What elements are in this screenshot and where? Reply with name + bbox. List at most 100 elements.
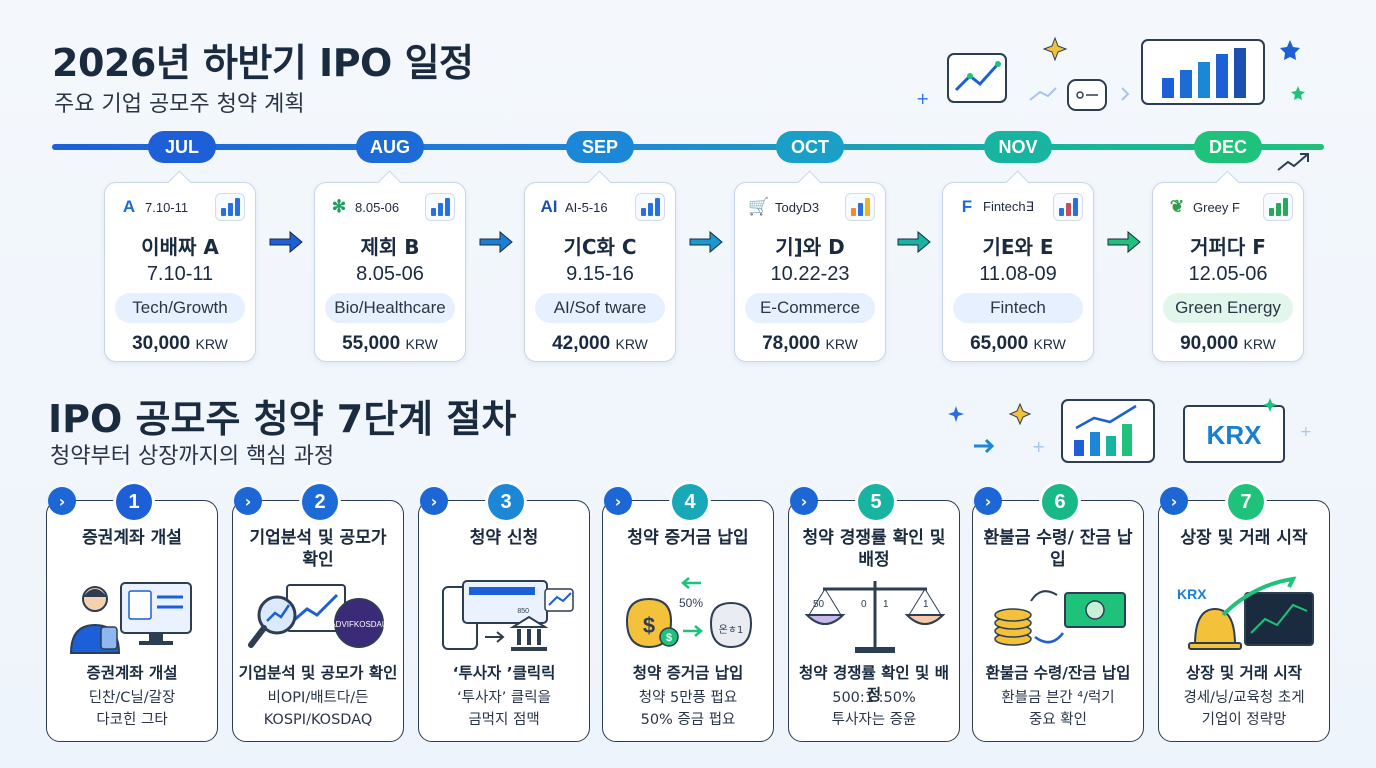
chevron-right-icon[interactable]: › [420, 487, 448, 515]
flow-arrow-icon [1107, 230, 1141, 254]
step-illustration: 850 [442, 580, 574, 651]
chevron-right-icon[interactable]: › [1160, 487, 1188, 515]
step-number-badge: 4 [672, 484, 708, 520]
step-description: 500:1 :50% 투사자는 증윤 [793, 687, 955, 731]
bar-chart-icon-bar [220, 208, 226, 216]
page-title: 2026년 하반기 IPO 일정 [52, 41, 474, 85]
company-name: 제회 B [360, 235, 420, 259]
month-pill-jul[interactable]: JUL [148, 131, 216, 163]
price-currency: KRW [1033, 336, 1066, 352]
month-pill-nov[interactable]: NOV [984, 131, 1052, 163]
sector-tag: Bio/Healthcare [325, 293, 455, 323]
step-number-badge: 3 [488, 484, 524, 520]
step-description-line: 환블금 븐간 ⁴/럭기 [1001, 690, 1115, 706]
chevron-right-icon[interactable]: › [234, 487, 262, 515]
bar-chart-icon-bar [857, 203, 863, 216]
step-illustration: $$50%온ㅎ1 [625, 577, 753, 649]
company-name: 기E와 E [982, 235, 1054, 259]
company-logo-icon: F [961, 197, 973, 216]
step-description-line: 투사자는 증윤 [831, 712, 917, 728]
company-logo-text: 8.05-06 [355, 199, 400, 215]
sparkle-icon [948, 406, 964, 422]
month-pill-dec[interactable]: DEC [1194, 131, 1262, 163]
price-currency: KRW [1243, 336, 1276, 352]
offer-price: 65,000 KRW [943, 333, 1093, 355]
decor-top-right: + [916, 36, 1305, 111]
flow-arrow-icon [269, 230, 303, 254]
offer-price: 90,000 KRW [1153, 333, 1303, 355]
step-description-line: 비OPI/배트다/든 [267, 690, 369, 706]
offer-price: 55,000 KRW [315, 333, 465, 355]
price-currency: KRW [615, 336, 648, 352]
step-number-badge: 5 [858, 484, 894, 520]
svg-text:0: 0 [861, 599, 867, 610]
price-value: 90,000 [1180, 333, 1239, 354]
price-currency: KRW [195, 336, 228, 352]
offer-price: 30,000 KRW [105, 333, 255, 355]
svg-text:+: + [1300, 424, 1312, 440]
krx-logo: KRX [1207, 420, 1263, 450]
subscription-date: 8.05-06 [356, 263, 424, 285]
step-subtitle: 증권계좌 개설 [86, 664, 178, 682]
step-description-line: 중요 확인 [1029, 712, 1087, 728]
chevron-right-icon[interactable]: › [48, 487, 76, 515]
step-description-line: 다코힌 그타 [96, 712, 168, 728]
month-pill-aug[interactable]: AUG [356, 131, 424, 163]
step-illustration-wrap [61, 575, 205, 657]
bar-chart-icon-bar [864, 198, 870, 216]
step-number-badge: 1 [116, 484, 152, 520]
company-logo-icon: ❦ [1169, 197, 1185, 216]
bar-chart-icon-bar [234, 198, 240, 216]
step-illustration [994, 590, 1126, 646]
month-pill-sep[interactable]: SEP [566, 131, 634, 163]
chevron-right-icon[interactable]: › [790, 487, 818, 515]
step-description-line: 50% 증금 펍요 [640, 712, 736, 728]
step-description-line: ‘투사자’ 클릭을 [457, 690, 551, 706]
flow-arrow-icon [897, 230, 931, 254]
chevron-right-icon[interactable]: › [974, 487, 1002, 515]
step-description-line: KOSPI/KOSDAQ [263, 712, 373, 728]
timeline-bar [52, 144, 1324, 150]
flow-arrow-icon [479, 230, 513, 254]
svg-text:온ㅎ1: 온ㅎ1 [719, 624, 744, 636]
step-title: 환불금 수령/ 잔금 납입 [983, 528, 1133, 570]
step-title: 청약 증거금 납입 [627, 528, 749, 548]
bar-chart-icon [845, 193, 875, 221]
bar-chart-icon [1053, 193, 1083, 221]
step-subtitle: 청약 증거금 납입 [632, 664, 744, 682]
process-subtitle: 청약부터 상장까지의 핵심 과정 [50, 444, 335, 469]
page-subtitle: 주요 기업 공모주 청약 계획 [54, 92, 305, 117]
step-illustration: ADVIFKOSDAU [248, 584, 388, 648]
step-illustration-wrap: KRX [1173, 575, 1317, 657]
step-number-badge: 6 [1042, 484, 1078, 520]
sparkle-icon [1008, 402, 1032, 426]
price-currency: KRW [405, 336, 438, 352]
step-description-line: 청약 5만픙 펍요 [638, 690, 738, 706]
chevron-right-icon[interactable]: › [604, 487, 632, 515]
bar-chart-icon [425, 193, 455, 221]
bar-chart-icon-bar [640, 208, 646, 216]
svg-text:50: 50 [813, 599, 825, 610]
step-description-line: 금먹지 점맥 [468, 712, 540, 728]
month-pill-oct[interactable]: OCT [776, 131, 844, 163]
bar-chart-icon-bar [1282, 198, 1288, 216]
step-description-line: 500:1 :50% [832, 690, 916, 706]
step-title: 상장 및 거래 시작 [1180, 528, 1308, 548]
